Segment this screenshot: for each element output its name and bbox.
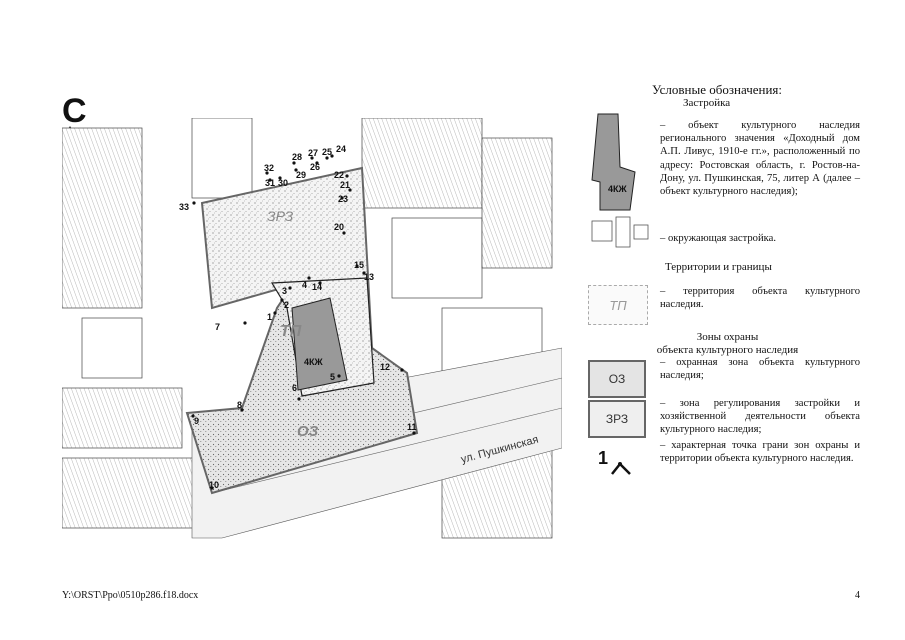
legend-surrounding-text: – окружающая застройка.	[660, 233, 776, 244]
legend-tp-symbol: ТП	[588, 285, 648, 325]
legend-territory-text: – территория объекта культурного наследи…	[660, 286, 860, 311]
point-label: 32	[264, 163, 274, 173]
legend-point-symbol: 1	[598, 448, 631, 475]
legend-surrounding-symbol	[591, 216, 649, 248]
legend-tp-code: ТП	[609, 297, 627, 313]
point-label: 25	[322, 147, 332, 157]
point-label: 12	[380, 362, 390, 372]
point-label: 28	[292, 152, 302, 162]
north-label: С	[62, 92, 87, 130]
legend-section-territory: Территории и границы	[665, 261, 772, 273]
legend-title: Условные обозначения:	[652, 82, 783, 97]
point-label: 4	[302, 280, 307, 290]
legend-oz-symbol: ОЗ	[588, 360, 646, 398]
legend-oz-code: ОЗ	[608, 372, 626, 386]
building-label: 4КЖ	[304, 357, 323, 367]
point-label: 11	[407, 422, 417, 432]
point-label: 27	[308, 148, 318, 158]
point-label: 6	[292, 383, 297, 393]
legend-heritage-symbol: 4КЖ	[591, 113, 636, 211]
point-label: 5	[330, 372, 335, 382]
boundary-points: 1 2 3 4 5 6 7 8 9 10 11 12 13 14 15 20 2…	[179, 144, 417, 490]
point-label: 24	[336, 144, 346, 154]
point-label: 2	[284, 300, 289, 310]
point-label: 14	[312, 282, 322, 292]
oz-label: ОЗ	[297, 423, 319, 440]
point-label: 30	[278, 178, 288, 188]
point-label: 22	[334, 170, 344, 180]
point-label: 13	[364, 272, 374, 282]
legend-zrz-code: ЗРЗ	[605, 412, 629, 426]
point-label: 31	[265, 178, 275, 188]
point-label: 33	[179, 202, 189, 212]
legend-heritage-code: 4КЖ	[608, 184, 627, 194]
legend-heritage-text: – объект культурного наследия региональн…	[660, 120, 860, 198]
footer-page-number: 4	[855, 590, 860, 601]
point-label: 21	[340, 180, 350, 190]
legend-zrz-symbol: ЗРЗ	[588, 400, 646, 438]
point-label: 20	[334, 222, 344, 232]
point-label: 15	[354, 260, 364, 270]
point-label: 8	[237, 400, 242, 410]
legend-point-number: 1	[598, 448, 608, 468]
point-label: 10	[209, 480, 219, 490]
tp-label: ТП	[280, 323, 302, 340]
legend-zrz-text: – зона регулирования застройки и хозяйст…	[660, 398, 860, 436]
zrz-label: ЗРЗ	[267, 208, 294, 224]
point-label: 3	[282, 286, 287, 296]
point-label: 7	[215, 322, 220, 332]
point-label: 9	[194, 416, 199, 426]
point-label: 23	[338, 194, 348, 204]
point-label: 1	[267, 312, 272, 322]
legend-point-text: – характерная точка грани зон охраны и т…	[660, 440, 860, 465]
legend-section-zones: Зоны охраны объекта культурного наследия	[656, 331, 799, 356]
legend-oz-text: – охранная зона объекта культурного насл…	[660, 357, 860, 382]
legend-section-building: Застройка	[683, 97, 731, 109]
point-label: 26	[310, 162, 320, 172]
footer-file-path: Y:\ORST\Ppo\0510p286.f18.docx	[62, 590, 199, 601]
point-label: 29	[296, 170, 306, 180]
heritage-building	[291, 297, 348, 391]
site-plan-map: ул. Пушкинская ЗРЗ ТП 4КЖ ОЗ 1 2 3 4 5 6…	[62, 118, 562, 539]
